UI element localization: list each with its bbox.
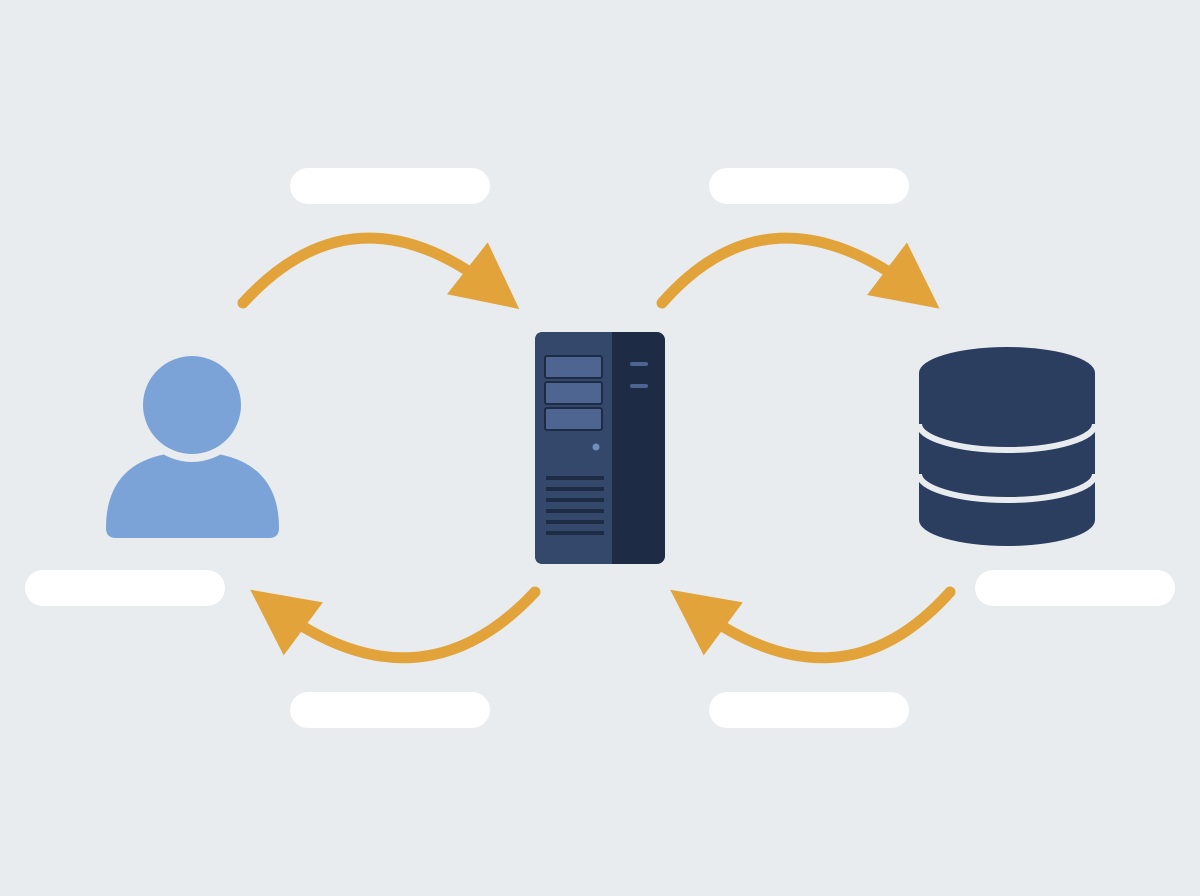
label-request-to-database	[709, 168, 909, 204]
label-user-caption	[25, 570, 225, 606]
label-response-to-user	[290, 692, 490, 728]
user-icon	[106, 348, 279, 538]
arrow-database-to-server	[670, 586, 956, 664]
label-request-to-server	[290, 168, 490, 204]
arrow-user-to-server	[237, 232, 520, 310]
database-icon	[916, 347, 1098, 546]
label-response-to-server	[709, 692, 909, 728]
arrow-server-to-user	[250, 586, 541, 664]
server-tower-icon	[535, 332, 665, 564]
arrow-server-to-database	[656, 232, 940, 309]
label-database-caption	[975, 570, 1175, 606]
